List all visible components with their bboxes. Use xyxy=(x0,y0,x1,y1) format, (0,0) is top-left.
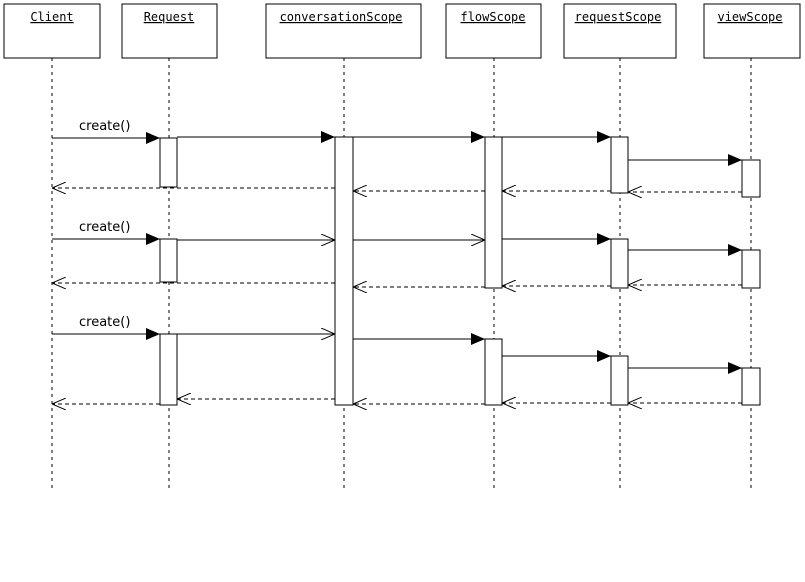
participant-client-label: Client xyxy=(30,10,73,24)
participant-flow-scope: flowScope xyxy=(445,3,542,59)
activation-conversation-scope xyxy=(334,136,354,406)
participant-request: Request xyxy=(121,3,218,59)
activation-request-1 xyxy=(159,137,178,188)
activation-view-scope-2 xyxy=(741,249,761,289)
message-label-1: create() xyxy=(79,119,130,134)
activation-view-scope-1 xyxy=(741,159,761,198)
participant-conversation-scope: conversationScope xyxy=(265,3,422,59)
participant-request-label: Request xyxy=(144,10,195,24)
participant-client: Client xyxy=(3,3,101,59)
participant-request-scope: requestScope xyxy=(563,3,677,59)
activation-request-2 xyxy=(159,238,178,283)
activation-view-scope-3 xyxy=(741,367,761,406)
activation-request-scope-3 xyxy=(610,355,629,406)
message-label-2: create() xyxy=(79,220,130,235)
activation-flow-scope-1 xyxy=(484,136,503,289)
participant-flow-scope-label: flowScope xyxy=(460,10,525,24)
activation-request-scope-1 xyxy=(610,136,629,194)
participant-view-scope: viewScope xyxy=(703,3,801,59)
activation-flow-scope-2 xyxy=(484,338,503,406)
activation-request-3 xyxy=(159,333,178,406)
activation-request-scope-2 xyxy=(610,238,629,289)
message-label-3: create() xyxy=(79,315,130,330)
participant-view-scope-label: viewScope xyxy=(717,10,782,24)
participant-request-scope-label: requestScope xyxy=(575,10,662,24)
participant-conversation-scope-label: conversationScope xyxy=(280,10,403,24)
